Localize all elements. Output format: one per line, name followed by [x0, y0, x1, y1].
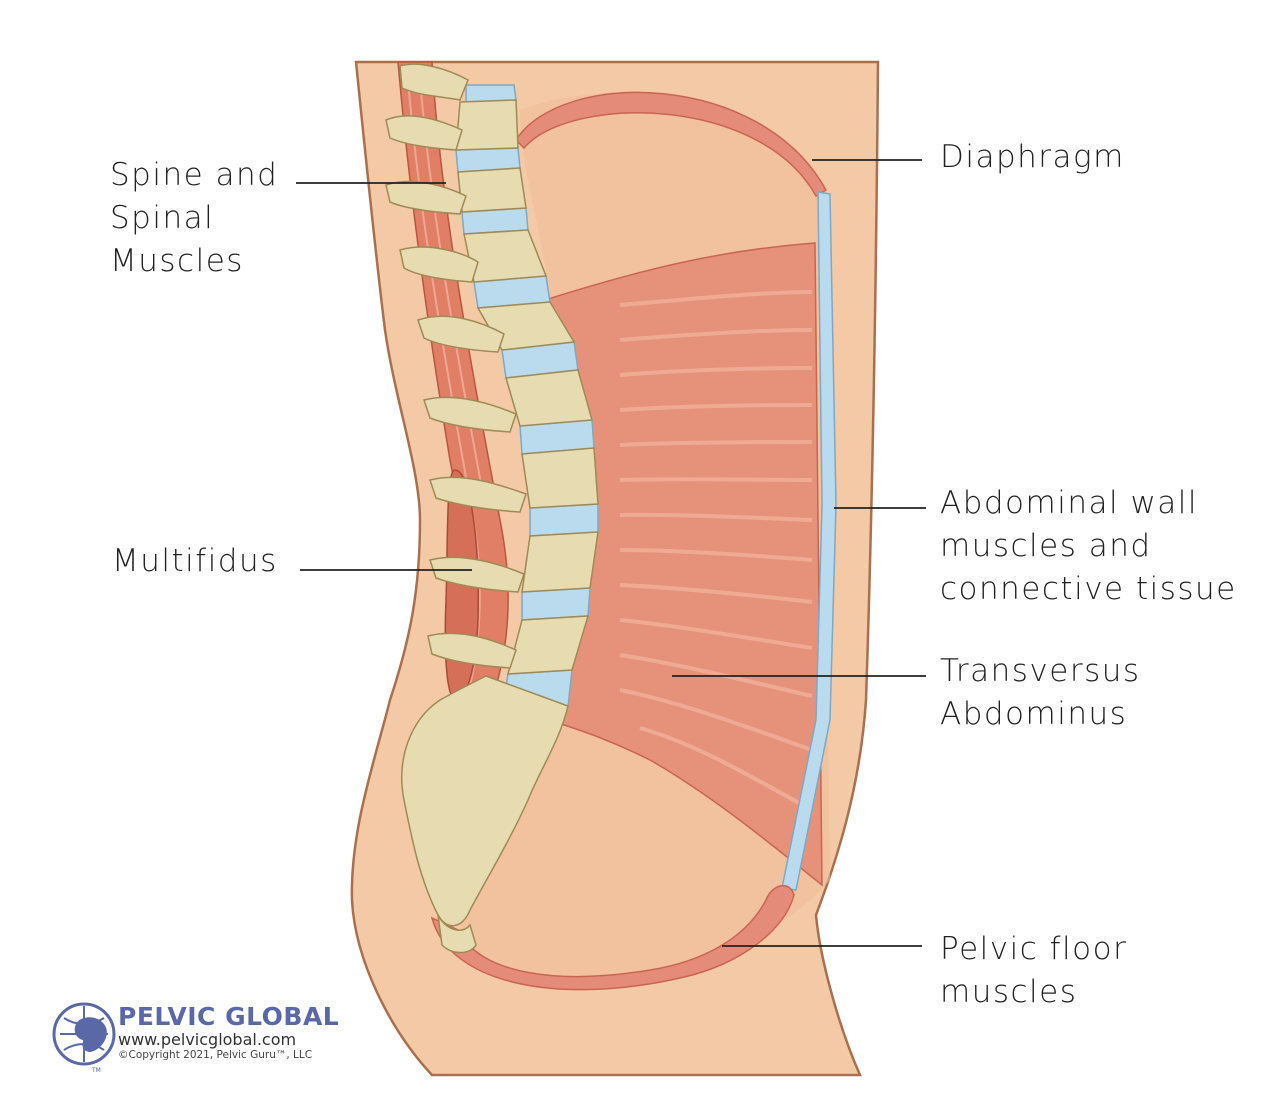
spinous-processes — [385, 63, 527, 669]
abdominal-wall-tissue — [781, 191, 837, 891]
label-pelvic-floor-muscles: Pelvic floor muscles — [940, 931, 1128, 1010]
spine — [385, 63, 599, 954]
label-abdominal-wall: Abdominal wall muscles and connective ti… — [940, 485, 1237, 607]
logo-text: PELVIC GLOBAL www.pelvicglobal.com ©Copy… — [118, 1003, 339, 1062]
label-transversus-abdominus: Transversus Abdominus — [940, 653, 1141, 732]
logo-tm: TM — [91, 1067, 101, 1074]
pelvic-floor-muscle — [430, 885, 795, 991]
coccyx — [437, 914, 477, 954]
pelvic-global-logo-mark: TM — [52, 1002, 116, 1074]
logo-website: www.pelvicglobal.com — [118, 1030, 297, 1049]
logo-copyright: ©Copyright 2021, Pelvic Guru™, LLC — [118, 1049, 313, 1061]
logo-brand: PELVIC GLOBAL — [118, 1002, 340, 1031]
label-spine-and-spinal-muscles: Spine and Spinal Muscles — [110, 157, 279, 279]
label-diaphragm: Diaphragm — [940, 139, 1125, 175]
leader-lines — [296, 159, 926, 947]
muscle-fibers — [619, 290, 813, 810]
label-multifidus: Multifidus — [112, 543, 278, 579]
